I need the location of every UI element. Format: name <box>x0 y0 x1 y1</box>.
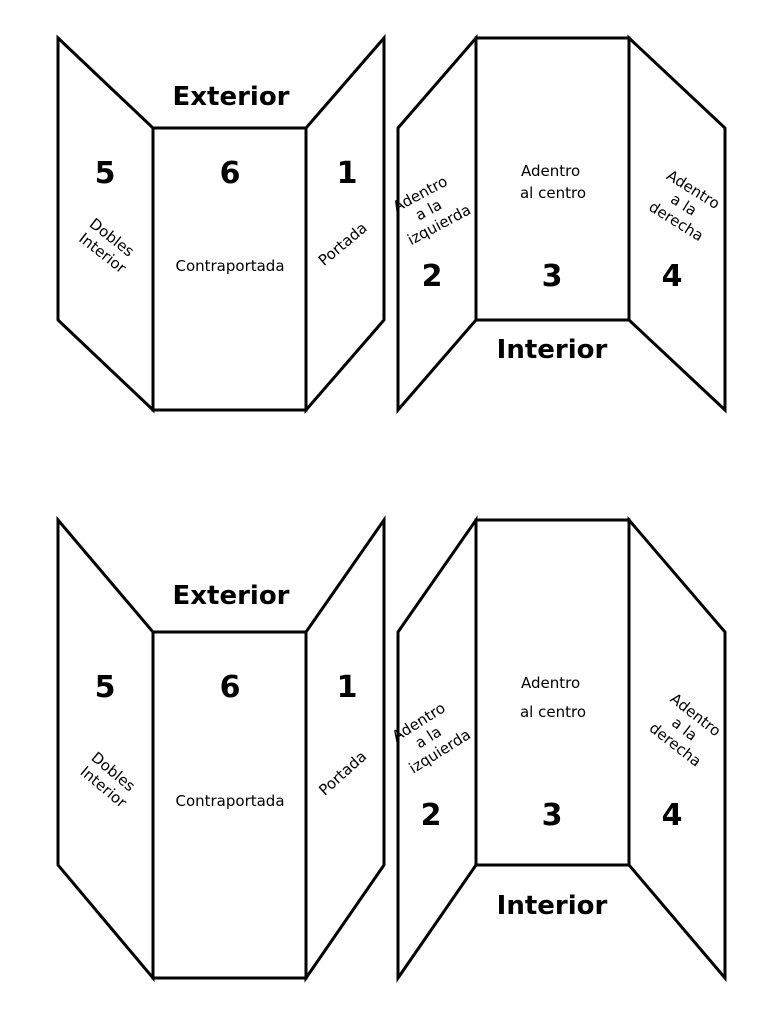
panel-label: Adentro al centro <box>520 674 586 721</box>
interior-right-panel <box>627 515 727 983</box>
panel-number: 2 <box>421 798 442 833</box>
panel-label: Contraportada <box>175 792 284 810</box>
panel-number: 3 <box>542 798 563 833</box>
exterior-right-panel <box>304 33 386 415</box>
exterior-brochure: Exterior 5 Dobles Interior 6 Contraporta… <box>56 515 386 983</box>
panel-number: 5 <box>95 156 116 191</box>
panel-number: 4 <box>662 798 683 833</box>
copy-1: Exterior 5 Dobles Interior 6 Contraporta… <box>56 33 727 415</box>
panel-number: 6 <box>220 156 241 191</box>
interior-brochure: Interior Adentro a la izquierda 2 Adentr… <box>390 33 727 415</box>
panel-number: 2 <box>422 259 443 294</box>
interior-right-panel <box>627 34 727 414</box>
exterior-title: Exterior <box>172 581 289 611</box>
exterior-left-panel <box>56 515 155 983</box>
interior-title: Interior <box>497 335 608 365</box>
panel-number: 5 <box>95 670 116 705</box>
interior-title: Interior <box>497 891 608 921</box>
panel-number: 1 <box>337 156 358 191</box>
panel-number: 3 <box>542 259 563 294</box>
copy-2: Exterior 5 Dobles Interior 6 Contraporta… <box>56 515 727 983</box>
interior-brochure: Interior Adentro a la izquierda 2 Adentr… <box>389 515 727 983</box>
panel-label: Contraportada <box>175 257 284 275</box>
panel-number: 6 <box>220 670 241 705</box>
panel-label: Adentro al centro <box>520 162 586 202</box>
panel-number: 4 <box>662 259 683 294</box>
panel-number: 1 <box>337 670 358 705</box>
exterior-brochure: Exterior 5 Dobles Interior 6 Contraporta… <box>56 33 386 415</box>
exterior-right-panel <box>304 515 386 983</box>
exterior-title: Exterior <box>172 82 289 112</box>
